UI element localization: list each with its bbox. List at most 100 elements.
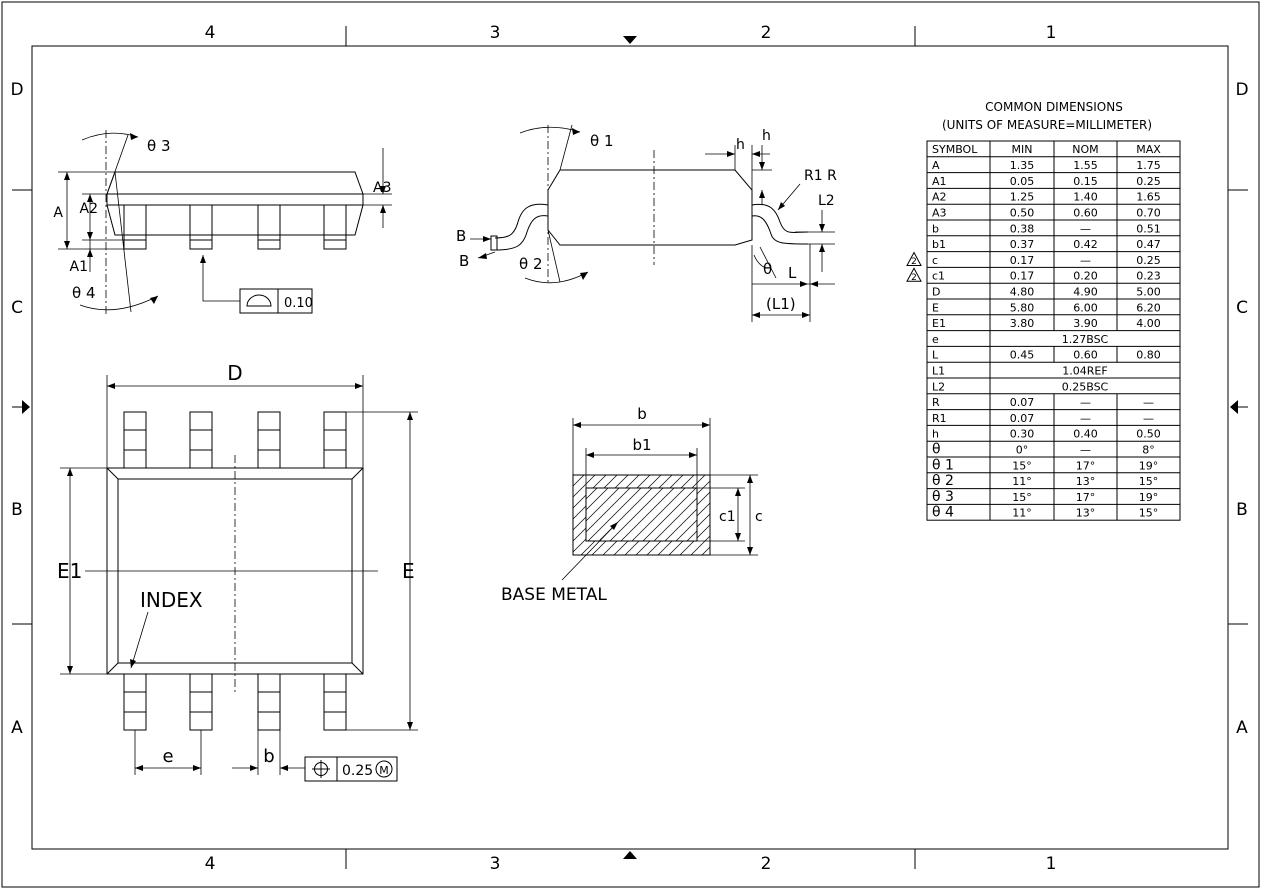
top-view: D E1 E INDEX e b <box>57 361 418 782</box>
table-cell-min: 1.25 <box>1010 191 1035 204</box>
dim-A-label: A <box>53 205 63 221</box>
table-row-symbol: c <box>932 254 938 267</box>
mmc-modifier-label: M <box>379 764 389 777</box>
table-row-symbol: A3 <box>932 207 947 220</box>
table-cell-nom: 6.00 <box>1073 301 1098 314</box>
L1-label: (L1) <box>766 295 796 313</box>
table-cell-max: — <box>1143 396 1154 409</box>
table-cell-min: 15° <box>1012 459 1032 472</box>
table-header-max: MAX <box>1136 143 1161 156</box>
table-row-symbol: θ 4 <box>932 505 954 521</box>
B-upper-label: B <box>456 227 466 245</box>
table-cell-nom: 0.60 <box>1073 349 1098 362</box>
dim-E1-label: E1 <box>57 559 82 583</box>
table-cell-max: 19° <box>1139 491 1159 504</box>
zone-left-C: C <box>11 298 23 318</box>
table-cell-nom: 1.40 <box>1073 191 1098 204</box>
theta2-label: θ 2 <box>519 255 543 273</box>
table-cell-max: 4.00 <box>1136 317 1161 330</box>
table-cell-nom: 0.60 <box>1073 207 1098 220</box>
mmc-modifier-icon <box>375 760 393 778</box>
table-cell-nom: 0.20 <box>1073 270 1098 283</box>
profile-symbol-icon <box>246 294 272 307</box>
note-number: 2 <box>911 273 917 283</box>
zone-bottom-2: 2 <box>761 854 772 874</box>
table-cell-min: 1.35 <box>1010 159 1035 172</box>
table-cell-nom: 4.90 <box>1073 286 1098 299</box>
zone-bottom-4: 4 <box>205 854 216 874</box>
table-cell-min: 0.17 <box>1010 254 1035 267</box>
table-cell-max: 0.23 <box>1136 270 1161 283</box>
flatness-value: 0.10 <box>284 296 313 311</box>
table-cell-min: 0.07 <box>1010 412 1035 425</box>
table-cell-nom: 1.55 <box>1073 159 1098 172</box>
table-cell-max: 0.47 <box>1136 238 1161 251</box>
theta4-label: θ 4 <box>72 284 96 302</box>
lead-profile-view: B B θ 1 θ 2 h h <box>456 124 837 322</box>
position-value: 0.25 <box>342 763 373 779</box>
zone-left-A: A <box>11 718 23 738</box>
table-header-symbol: SYMBOL <box>932 143 978 156</box>
zone-left-B: B <box>11 500 23 520</box>
table-cell-nom: 0.15 <box>1073 175 1098 188</box>
zone-top-2: 2 <box>761 23 772 43</box>
lead-section-view: b b1 c1 c BASE METAL <box>501 405 763 605</box>
table-cell-max: 1.65 <box>1136 191 1161 204</box>
table-row-symbol: e <box>932 333 939 346</box>
section-c1-label: c1 <box>719 509 736 525</box>
index-label: INDEX <box>140 588 203 612</box>
table-cell-max: 19° <box>1139 459 1159 472</box>
zone-top-1: 1 <box>1046 23 1057 43</box>
table-cell-max: 0.70 <box>1136 207 1161 220</box>
table-row-symbol: L <box>932 349 939 362</box>
table-row-symbol: b1 <box>932 238 946 251</box>
section-b1-label: b1 <box>632 436 651 454</box>
table-row-symbol: A2 <box>932 191 947 204</box>
table-cell-max: 1.75 <box>1136 159 1161 172</box>
zone-right-A: A <box>1236 718 1248 738</box>
right-center-arrow-icon <box>1230 400 1238 414</box>
table-row-symbol: R <box>932 396 940 409</box>
common-dimensions-table: COMMON DIMENSIONS (UNITS OF MEASURE=MILL… <box>906 100 1181 521</box>
table-cell-nom: 0.42 <box>1073 238 1098 251</box>
R1-R-label: R1 R <box>804 168 837 184</box>
flatness-frame <box>239 288 313 314</box>
h-left-label: h <box>736 137 745 153</box>
table-cell-min: 0.37 <box>1010 238 1035 251</box>
table-cell-max: 0.51 <box>1136 222 1161 235</box>
table-row-symbol: h <box>932 428 939 441</box>
table-cell-min: 0.07 <box>1010 396 1035 409</box>
table-row-value: 1.04REF <box>1062 365 1107 378</box>
top-center-arrow-icon <box>623 36 637 44</box>
table-cell-nom: 17° <box>1076 459 1096 472</box>
table-cell-min: 0.38 <box>1010 222 1035 235</box>
table-cell-max: 0.50 <box>1136 428 1161 441</box>
table-cell-nom: 13° <box>1076 507 1096 520</box>
B-lower-label: B <box>459 252 469 270</box>
table-cell-max: — <box>1143 412 1154 425</box>
table-row-symbol: θ 1 <box>932 457 954 473</box>
dim-E-label: E <box>402 559 415 583</box>
table-cell-min: 0° <box>1016 444 1029 457</box>
dim-e-label: e <box>162 746 173 767</box>
dim-b-label: b <box>263 746 274 767</box>
table-cell-min: 5.80 <box>1010 301 1035 314</box>
dim-A3-label: A3 <box>373 180 391 196</box>
table-row-symbol: c1 <box>932 270 945 283</box>
h-right-label: h <box>762 128 771 144</box>
zone-right-D: D <box>1235 80 1248 100</box>
table-cell-nom: — <box>1080 222 1091 235</box>
table-cell-nom: 0.40 <box>1073 428 1098 441</box>
table-row-symbol: D <box>932 286 940 299</box>
zone-right-B: B <box>1236 500 1248 520</box>
dim-A1-label: A1 <box>70 259 88 275</box>
table-cell-min: 11° <box>1012 507 1032 520</box>
L-label: L <box>788 264 797 282</box>
note-triangle-icon <box>906 251 922 266</box>
table-header-min: MIN <box>1012 143 1033 156</box>
table-cell-min: 0.05 <box>1010 175 1035 188</box>
zone-left-D: D <box>10 80 23 100</box>
table-cell-min: 0.30 <box>1010 428 1035 441</box>
